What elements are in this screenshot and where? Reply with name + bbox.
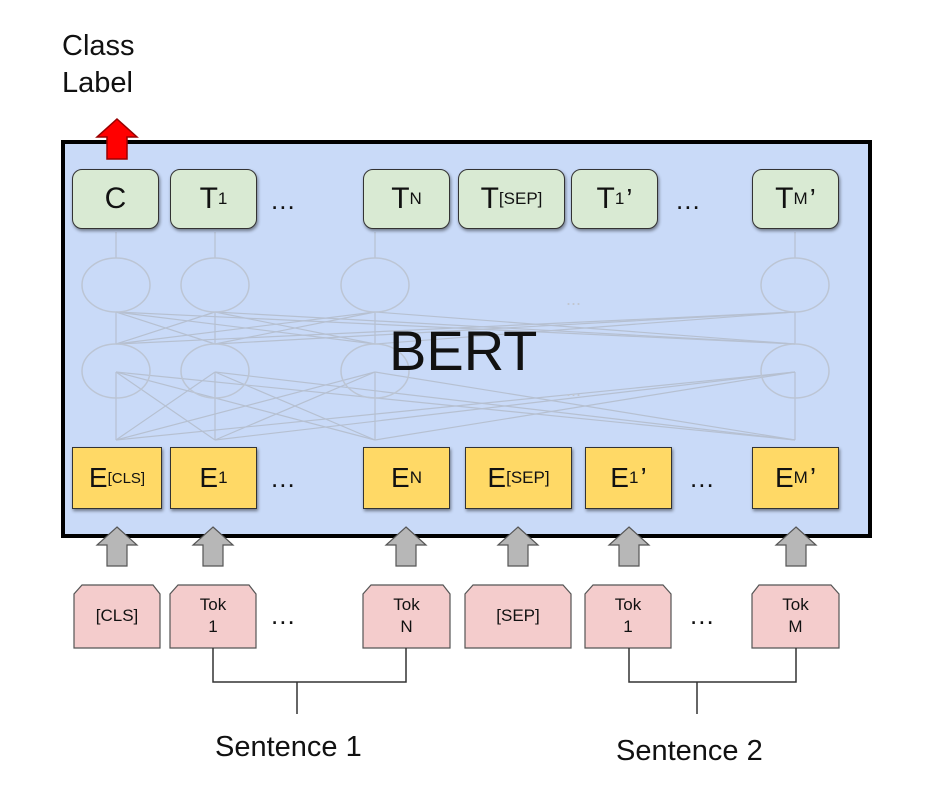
token-shape-cls <box>73 584 161 649</box>
class-label-line-2: Label <box>62 67 133 99</box>
output-tm-prime-sub: M <box>793 189 808 208</box>
output-c-main: C <box>104 182 127 215</box>
embedding-1-main: E <box>199 462 219 493</box>
embedding-m-prime-main: E <box>774 462 794 493</box>
embedding-cls-sub: [CLS] <box>107 469 146 487</box>
output-tm-prime-main: T <box>775 182 794 215</box>
token-sep-line1: [SEP] <box>496 606 540 625</box>
token-tok1: Tok 1 <box>170 584 256 648</box>
token-shape-tokm <box>751 584 840 649</box>
token-tokn-line2: N <box>400 617 413 636</box>
token-tokm: Tok M <box>752 584 839 648</box>
embedding-cls-main: E <box>88 462 108 493</box>
embedding-1-prime-main: E <box>610 462 629 493</box>
mesh-ellipsis-1: ... <box>566 289 581 309</box>
token-shape-tokn <box>362 584 451 649</box>
token-tokn: Tok N <box>363 584 450 648</box>
embedding-sep-main: E <box>487 462 507 493</box>
output-tn-sub: N <box>409 189 422 208</box>
embedding-1-prime-sub: 1 <box>628 468 639 487</box>
embedding-m-prime-mark: ’ <box>809 462 817 493</box>
input-arrow-icon <box>774 526 818 567</box>
sentence-2-bracket <box>628 648 797 683</box>
output-t1-prime-sub: 1 <box>614 189 625 208</box>
output-tsep-sub: [SEP] <box>498 189 543 208</box>
output-tn-main: T <box>391 182 410 215</box>
connections-middle <box>115 311 796 345</box>
token-tok1-prime-line1: Tok <box>614 595 642 614</box>
output-c: C <box>72 169 159 229</box>
output-t1-prime-mark: ’ <box>626 183 633 214</box>
model-name: BERT <box>389 319 538 382</box>
neuron-layer-2 <box>81 343 830 399</box>
sentence-1-label: Sentence 1 <box>215 731 362 763</box>
class-label-line-1: Class <box>62 30 135 62</box>
embedding-ellipsis-1: ... <box>271 463 296 493</box>
token-ellipsis-1: ... <box>271 600 296 630</box>
input-arrow-icon <box>95 526 139 567</box>
output-tsep: T[SEP] <box>458 169 565 229</box>
class-label: Class Label <box>62 28 135 102</box>
token-sep: [SEP] <box>465 584 571 648</box>
transformer-layers-graphic: ... ... <box>81 232 830 441</box>
embedding-1-prime-mark: ’ <box>640 462 647 493</box>
embedding-n-main: E <box>391 462 410 493</box>
embedding-sep-sub: [SEP] <box>506 468 550 487</box>
output-tsep-main: T <box>480 182 499 215</box>
token-ellipsis-2: ... <box>690 600 715 630</box>
token-tok1-prime-line2: 1 <box>623 617 633 636</box>
embedding-n-sub: N <box>409 468 422 487</box>
token-shape-sep <box>464 584 572 649</box>
input-arrow-icon <box>384 526 428 567</box>
token-tokm-line2: M <box>788 617 803 636</box>
token-shape-tok1 <box>169 584 257 649</box>
class-output-arrow-icon <box>95 117 139 160</box>
output-t1-main: T <box>199 182 218 215</box>
embedding-m-prime-sub: M <box>793 468 808 487</box>
embedding-cls: E[CLS] <box>72 447 162 509</box>
token-cls-line1: [CLS] <box>95 606 139 625</box>
output-t1-sub: 1 <box>217 189 228 208</box>
sentence-2-label: Sentence 2 <box>616 735 763 767</box>
embedding-sep: E[SEP] <box>465 447 572 509</box>
input-arrow-icon <box>191 526 235 567</box>
connections-bottom <box>115 371 796 441</box>
token-shape-tok1-prime <box>584 584 672 649</box>
sentence-1-bracket <box>212 648 407 683</box>
token-shapes <box>73 584 840 649</box>
input-arrows <box>95 526 818 567</box>
embedding-ellipsis-2: ... <box>690 463 715 493</box>
output-ellipsis-2: ... <box>676 185 701 215</box>
neuron-layer-1 <box>81 257 830 313</box>
sentence-brackets <box>212 648 797 714</box>
mesh-ellipsis-2: ... <box>566 380 581 400</box>
output-t1-prime-main: T <box>596 182 615 215</box>
token-tok1-line1: Tok <box>199 595 227 614</box>
token-tokn-line1: Tok <box>393 595 420 614</box>
token-tok1-line2: 1 <box>208 617 218 636</box>
input-arrow-icon <box>496 526 540 567</box>
input-arrow-icon <box>607 526 651 567</box>
token-cls: [CLS] <box>74 584 160 648</box>
token-tokm-line1: Tok <box>782 595 809 614</box>
output-tm-prime-mark: ’ <box>809 183 816 214</box>
output-ellipsis-1: ... <box>271 185 296 215</box>
embedding-1-sub: 1 <box>218 468 228 487</box>
token-tok1-prime: Tok 1 <box>585 584 671 648</box>
